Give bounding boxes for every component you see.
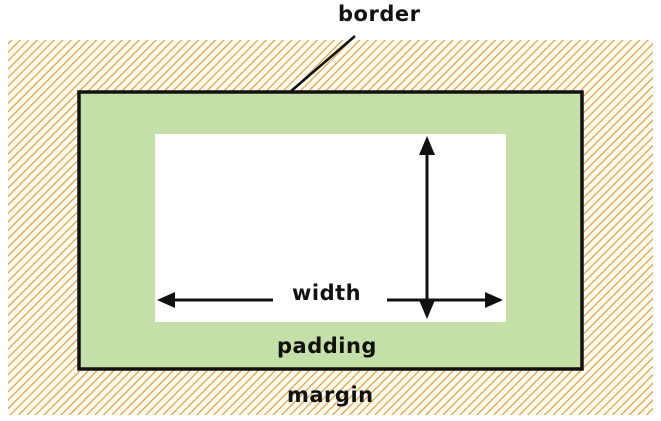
margin-label: margin — [287, 383, 374, 407]
border-leader-line — [289, 35, 356, 93]
width-arrowhead-right — [485, 292, 503, 308]
border-label: border — [338, 2, 421, 26]
height-arrowhead-top — [419, 136, 435, 155]
width-label: width — [292, 281, 362, 305]
width-arrowhead-left — [157, 292, 175, 308]
padding-label: padding — [277, 334, 377, 358]
content-area — [155, 134, 506, 322]
height-arrowhead-bottom — [419, 300, 435, 319]
